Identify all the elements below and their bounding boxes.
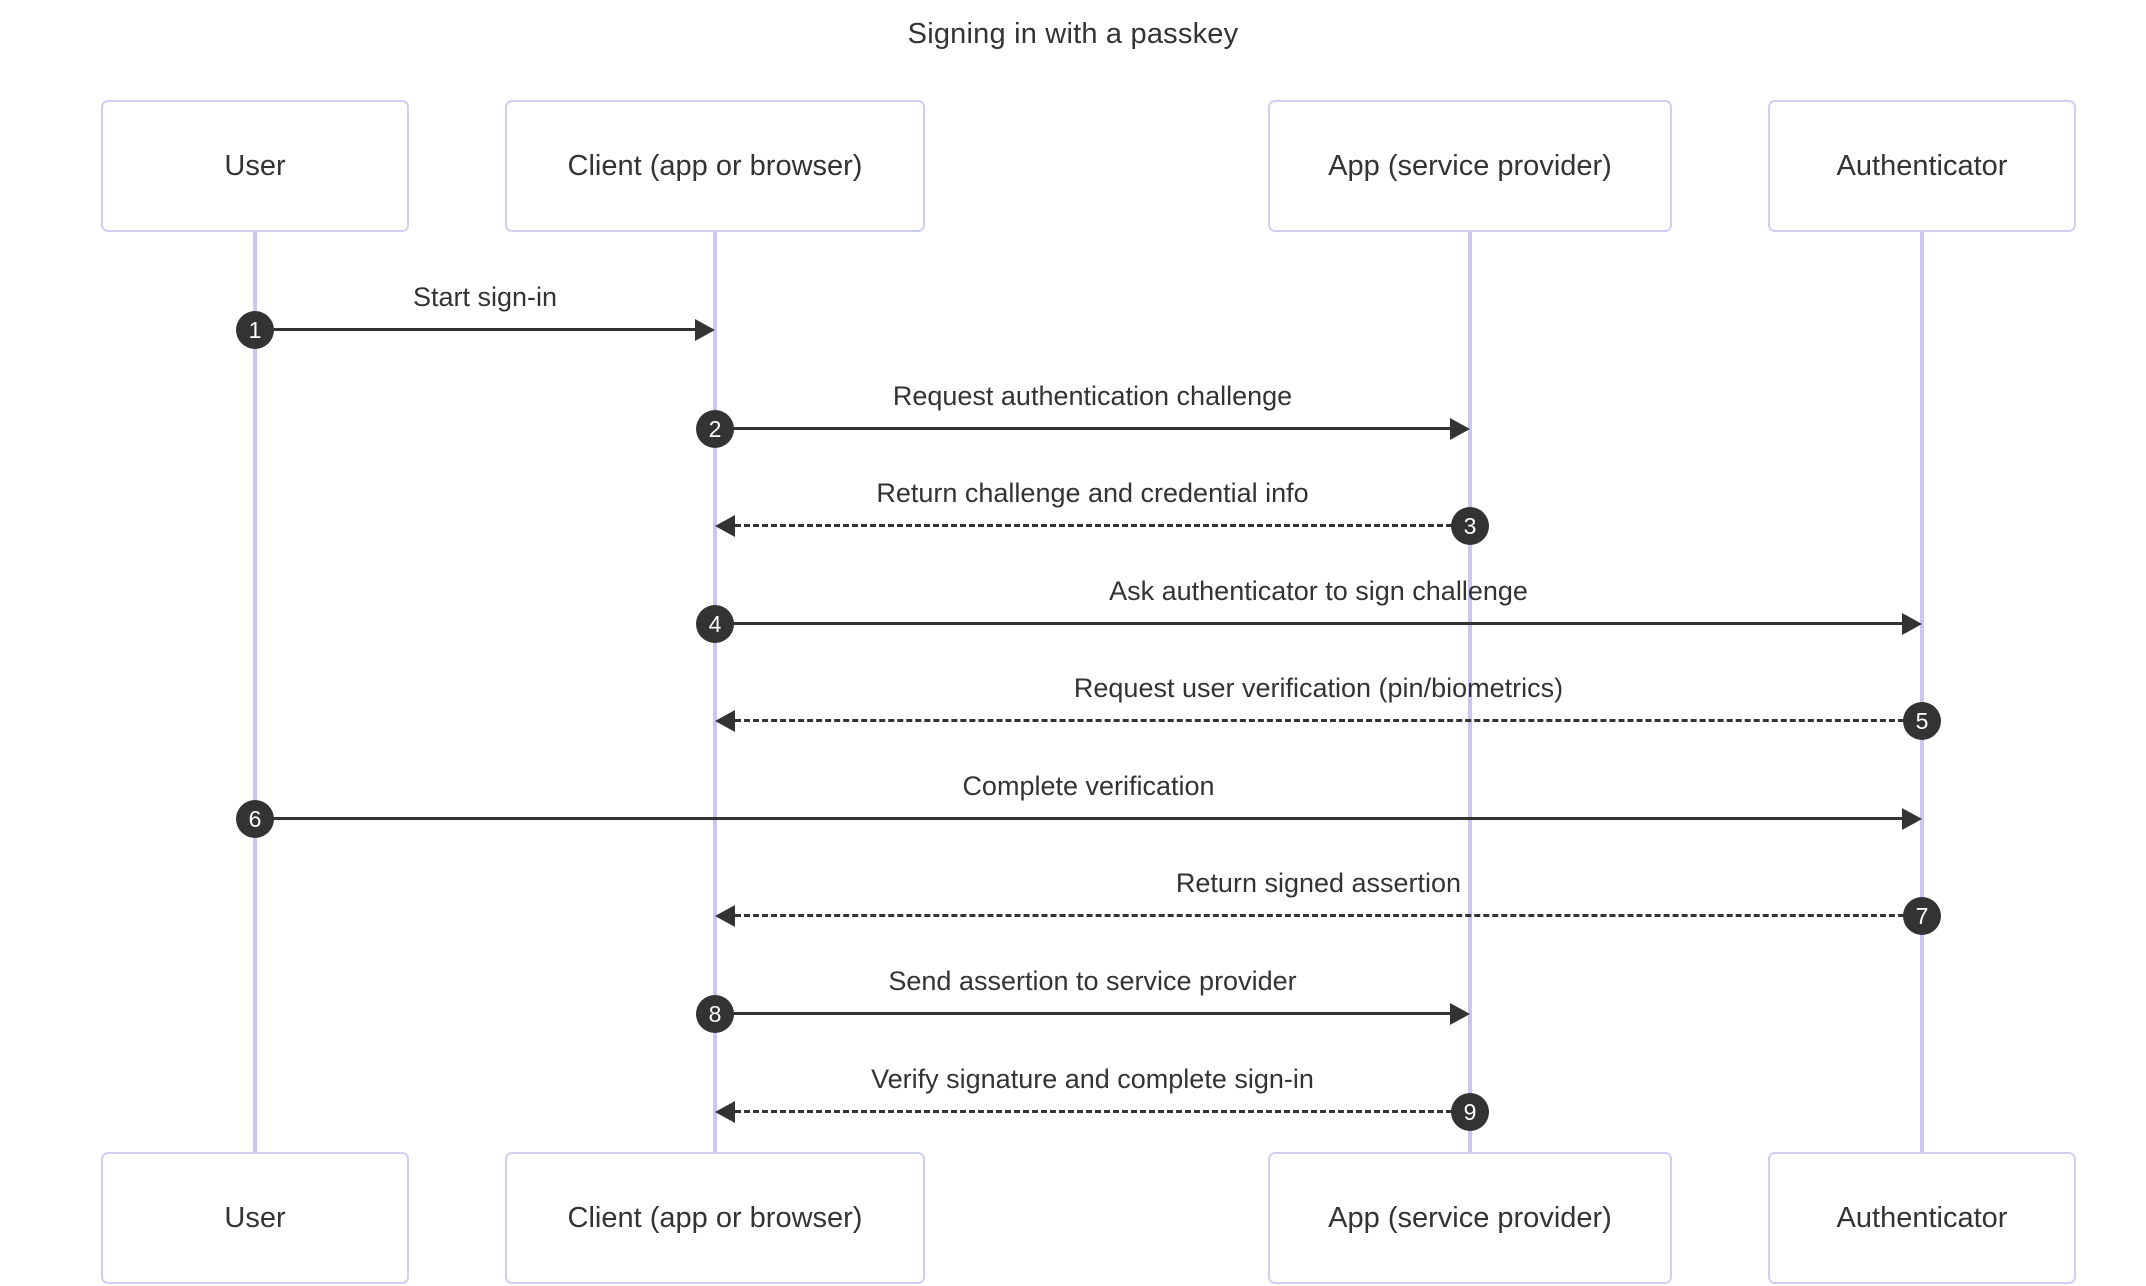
page-title: Signing in with a passkey (907, 18, 1239, 50)
participant-box-app-bottom[interactable]: App (service provider) (1268, 1152, 1672, 1284)
message-line-5 (735, 719, 1922, 722)
message-line-6 (255, 817, 1902, 820)
participant-label-app: App (service provider) (1328, 149, 1612, 182)
participant-box-user-top[interactable]: User (101, 100, 409, 232)
participant-label-user: User (224, 149, 286, 182)
participant-label-authenticator: Authenticator (1836, 149, 2008, 182)
message-line-4 (715, 622, 1902, 625)
participant-box-authenticator-top[interactable]: Authenticator (1768, 100, 2076, 232)
message-label-3: Return challenge and credential info (876, 478, 1309, 508)
participant-label-client: Client (app or browser) (567, 149, 863, 182)
lifeline-user (253, 232, 257, 1152)
participant-box-app-top[interactable]: App (service provider) (1268, 100, 1672, 232)
participant-box-client-top[interactable]: Client (app or browser) (505, 100, 925, 232)
participant-box-client-bottom[interactable]: Client (app or browser) (505, 1152, 925, 1284)
arrow-head-1 (695, 319, 715, 341)
sequence-badge-1[interactable]: 1 (236, 311, 274, 349)
lifeline-authenticator (1920, 232, 1924, 1152)
sequence-badge-6[interactable]: 6 (236, 800, 274, 838)
arrow-head-4 (1902, 613, 1922, 635)
message-line-1 (255, 328, 695, 331)
message-line-7 (735, 914, 1922, 917)
arrow-head-6 (1902, 808, 1922, 830)
lifeline-app (1468, 232, 1472, 1152)
message-line-3 (735, 524, 1470, 527)
message-label-5: Request user verification (pin/biometric… (1073, 673, 1564, 703)
arrow-head-7 (715, 905, 735, 927)
participant-label-client: Client (app or browser) (567, 1201, 863, 1234)
arrow-head-3 (715, 515, 735, 537)
participant-label-authenticator: Authenticator (1836, 1201, 2008, 1234)
participant-box-user-bottom[interactable]: User (101, 1152, 409, 1284)
arrow-head-2 (1450, 418, 1470, 440)
message-label-1: Start sign-in (412, 282, 558, 312)
sequence-badge-7[interactable]: 7 (1903, 897, 1941, 935)
message-label-2: Request authentication challenge (892, 381, 1293, 411)
message-label-8: Send assertion to service provider (888, 966, 1297, 996)
participant-box-authenticator-bottom[interactable]: Authenticator (1768, 1152, 2076, 1284)
arrow-head-8 (1450, 1003, 1470, 1025)
message-label-4: Ask authenticator to sign challenge (1109, 576, 1528, 606)
message-label-6: Complete verification (962, 771, 1215, 801)
arrow-head-5 (715, 710, 735, 732)
sequence-badge-5[interactable]: 5 (1903, 702, 1941, 740)
sequence-badge-9[interactable]: 9 (1451, 1093, 1489, 1131)
message-label-9: Verify signature and complete sign-in (871, 1064, 1314, 1094)
sequence-badge-4[interactable]: 4 (696, 605, 734, 643)
participant-label-app: App (service provider) (1328, 1201, 1612, 1234)
arrow-head-9 (715, 1101, 735, 1123)
message-label-7: Return signed assertion (1175, 868, 1462, 898)
lifeline-client (713, 232, 717, 1152)
sequence-badge-2[interactable]: 2 (696, 410, 734, 448)
message-line-2 (715, 427, 1450, 430)
message-line-9 (735, 1110, 1470, 1113)
sequence-badge-3[interactable]: 3 (1451, 507, 1489, 545)
participant-label-user: User (224, 1201, 286, 1234)
sequence-badge-8[interactable]: 8 (696, 995, 734, 1033)
message-line-8 (715, 1012, 1450, 1015)
